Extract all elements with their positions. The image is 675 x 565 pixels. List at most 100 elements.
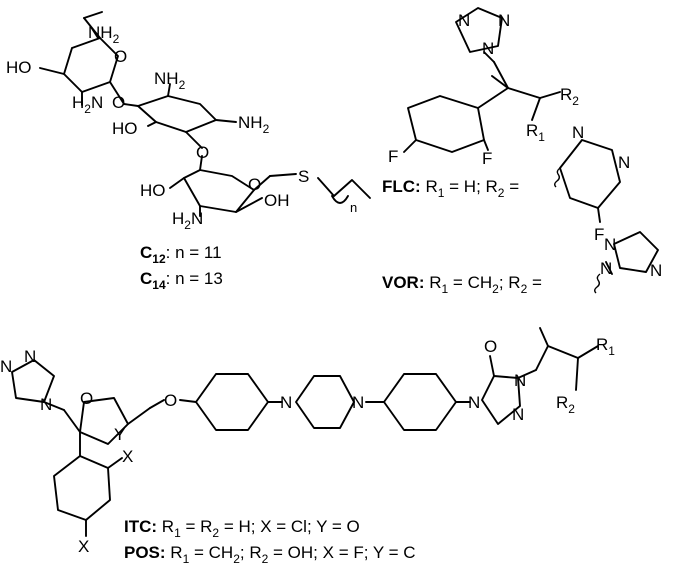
- n-label-tz3: N: [512, 405, 524, 424]
- f-bond-1: [403, 139, 417, 153]
- triazole-ring-vor: [613, 231, 659, 273]
- n-label-tz2: N: [514, 371, 526, 390]
- ch2-o-bond: [149, 399, 165, 409]
- o-label-carbonyl: O: [484, 337, 497, 356]
- five-ring: [79, 397, 129, 445]
- o-label-link1: O: [112, 93, 125, 112]
- sugar-ring-3: [183, 169, 255, 213]
- f-label-1: F: [388, 147, 398, 166]
- ho-label-2: HO: [112, 119, 138, 138]
- glyco-bond-1: [109, 81, 125, 105]
- f-bond-2: [483, 139, 489, 151]
- o-aryl-bond: [179, 399, 197, 403]
- n-label-lt1: N: [0, 357, 12, 376]
- nh2-bond-3: [215, 119, 237, 123]
- ch-ch-bond: [547, 345, 579, 359]
- ethyl-chain: [535, 327, 549, 371]
- o-label-ring3: O: [248, 175, 261, 194]
- y-label: Y: [114, 425, 125, 444]
- r1-label-flc: R1: [526, 121, 545, 144]
- flc-vor-structure: [403, 7, 659, 294]
- n-label-vt3: N: [650, 261, 662, 280]
- dihalophenyl-ring: [53, 455, 111, 521]
- vor-caption: VOR: R1 = CH2; R2 =: [382, 273, 542, 296]
- s-label: S: [298, 167, 309, 186]
- r1-bond: [531, 97, 541, 121]
- vor-n-bond: [605, 261, 613, 275]
- o-label-ether: O: [164, 391, 177, 410]
- tz-ch2-bond: [43, 401, 65, 411]
- ch2-c-bond-2: [63, 409, 81, 433]
- f-label-2: F: [482, 149, 492, 168]
- c12-label: C12: n = 11: [140, 243, 222, 266]
- nh2-bond-2: [167, 83, 171, 97]
- f-bond-3: [597, 207, 601, 223]
- carbonyl-bond: [489, 355, 495, 377]
- r1-label-itc: R1: [596, 335, 615, 358]
- h2n-label-1: H2N: [72, 93, 103, 116]
- oh-label-3: OH: [264, 191, 290, 210]
- n-label-t2: N: [498, 11, 510, 30]
- chain-bracket: [331, 195, 349, 204]
- n-label-pip2: N: [352, 393, 364, 412]
- ch2nh2-bond: [83, 11, 103, 19]
- r2-bond-itc: [575, 357, 579, 391]
- sugar-ring-1: [63, 37, 119, 93]
- n-label-lt3: N: [40, 395, 52, 414]
- ch2-bond: [83, 17, 101, 39]
- aryl-c-bond: [477, 87, 509, 109]
- phenyl-ring-2: [383, 373, 457, 431]
- o-link-1: [123, 103, 139, 107]
- piperazine-ring: [295, 375, 355, 429]
- r1-bond-itc: [577, 345, 599, 359]
- triazole-ring-left: [11, 359, 55, 403]
- nh2-label-3: NH2: [238, 113, 270, 136]
- difluorophenyl-ring: [407, 95, 485, 153]
- ho-label-1: HO: [6, 58, 32, 77]
- n-label-t1: N: [458, 11, 470, 30]
- n-label-lt2: N: [24, 347, 36, 366]
- flc-caption: FLC: R1 = H; R2 =: [382, 177, 519, 200]
- cyclohexane-ring: [137, 95, 217, 133]
- f-label-3: F: [594, 225, 604, 244]
- nh2-label-1: NH2: [88, 23, 120, 46]
- glyco-bond-2: [185, 131, 203, 149]
- o-label-ring: O: [80, 389, 93, 408]
- n-label-t3: N: [482, 39, 494, 58]
- n-label-pyr2: N: [618, 153, 630, 172]
- n-label-vt2: N: [600, 259, 612, 278]
- methyl-bond: [491, 75, 509, 89]
- wavy-bond-2: [594, 273, 601, 294]
- c-ch-bond: [507, 87, 541, 99]
- triazolone-ring: [481, 375, 521, 425]
- n-label-pip1: N: [280, 393, 292, 412]
- r2-label-itc: R2: [556, 393, 575, 416]
- aminoglycoside-structure: [39, 11, 371, 217]
- o-link-2: [199, 155, 203, 171]
- ch2-bond-3: [253, 175, 271, 191]
- o-label-ring1: O: [114, 47, 127, 66]
- r2-label-flc: R2: [560, 85, 579, 108]
- ch2-c-bond: [493, 61, 509, 89]
- ho-bond-2: [147, 121, 157, 127]
- ho-bond-3: [169, 177, 185, 189]
- oh-bond-3: [235, 197, 263, 213]
- triazole-ring-top: [455, 7, 503, 53]
- itc-caption: ITC: R1 = R2 = H; X = Cl; Y = O: [124, 517, 360, 540]
- ho-label-3: HO: [140, 181, 166, 200]
- ch2s-bond: [269, 173, 297, 177]
- h2n-label-3: H2N: [172, 209, 203, 232]
- phenyl-ring-1: [195, 373, 269, 431]
- ho-bond: [39, 67, 65, 75]
- c14-label: C14: n = 13: [140, 269, 223, 292]
- n-index-label: n: [350, 200, 357, 215]
- x-label-2: X: [78, 537, 89, 556]
- n-label-vt1: N: [604, 235, 616, 254]
- x-label-1: X: [122, 447, 133, 466]
- ring-ch2-bond: [127, 407, 151, 425]
- pos-caption: POS: R1 = CH2; R2 = OH; X = F; Y = C: [124, 543, 416, 565]
- n-label-tz1: N: [468, 393, 480, 412]
- o-label-link2: O: [196, 143, 209, 162]
